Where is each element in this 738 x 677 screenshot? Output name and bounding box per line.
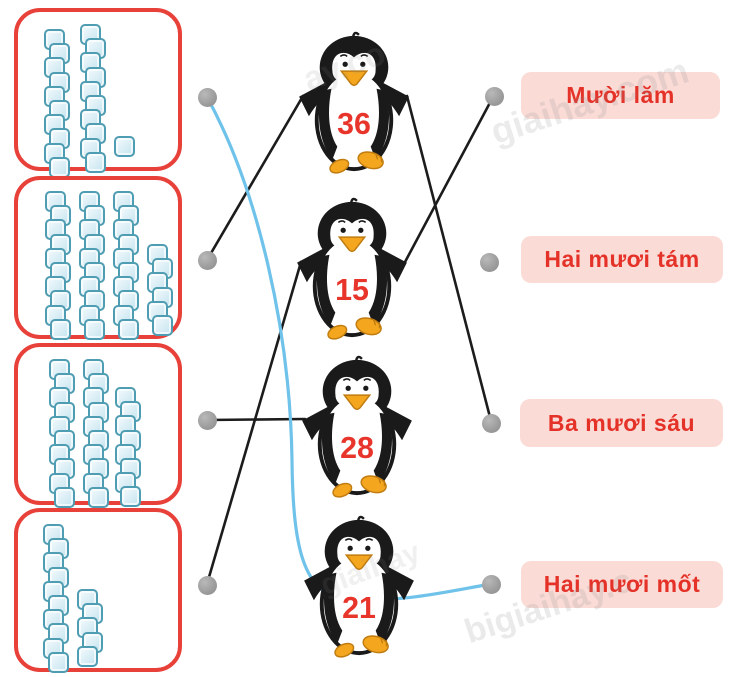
ice-cube	[85, 151, 106, 173]
connection-line-ice-box-28-to-penguin-28	[205, 417, 307, 422]
penguin-left-foot	[332, 482, 353, 498]
ice-cube	[49, 156, 70, 178]
ice-cube	[120, 486, 141, 508]
connector-dot-left-2[interactable]	[197, 250, 217, 270]
ice-cube	[77, 645, 98, 667]
label-muoi-lam[interactable]: Mười lăm	[521, 72, 720, 119]
penguin-toes	[379, 637, 388, 647]
penguin-left-wing	[323, 572, 343, 644]
penguin-beak	[337, 236, 367, 253]
penguin-tuft	[351, 31, 360, 38]
penguin-tuft	[356, 515, 365, 522]
connector-dot-left-1[interactable]	[197, 87, 217, 107]
penguin-face	[335, 376, 379, 408]
penguin-toes	[374, 153, 383, 163]
penguin-21[interactable]: 21	[300, 512, 418, 659]
label-ba-muoi-sau[interactable]: Ba mươi sáu	[520, 399, 723, 447]
penguin-28[interactable]: 28	[298, 352, 416, 499]
label-hai-muoi-mot[interactable]: Hai mươi mốt	[521, 561, 723, 608]
ice-cube	[114, 136, 135, 157]
connector-dot-left-4[interactable]	[197, 575, 217, 595]
ice-cube	[54, 486, 75, 508]
connector-dot-right-4[interactable]	[481, 574, 501, 594]
penguin-15[interactable]: 15	[293, 194, 411, 341]
penguin-left-wing	[321, 412, 341, 484]
penguin-right-eye	[358, 227, 364, 233]
penguin-left-foot	[327, 324, 348, 340]
penguin-right-eye	[363, 385, 369, 391]
label-text: Ba mươi sáu	[547, 409, 696, 436]
connection-line-ice-box-21-to-label-hai-muoi-mot	[205, 95, 493, 602]
penguin-brows	[344, 538, 374, 542]
connection-line-penguin-15-to-label-muoi-lam	[403, 95, 495, 264]
connector-dot-left-3[interactable]	[197, 410, 217, 430]
connection-line-ice-box-36-to-penguin-36	[205, 94, 305, 262]
penguin-left-eye	[345, 385, 351, 391]
penguin-right-wing	[370, 88, 390, 160]
label-text: Hai mươi tám	[544, 246, 700, 272]
penguin-beak	[342, 394, 372, 411]
ice-cube	[88, 486, 109, 508]
penguin-tuft	[349, 197, 358, 204]
penguin-left-foot	[334, 642, 355, 658]
connection-line-penguin-36-to-label-ba-muoi-sau	[405, 94, 493, 423]
penguin-left-eye	[340, 227, 346, 233]
penguin-face	[332, 52, 376, 84]
penguin-brows	[337, 220, 367, 224]
connection-line-ice-box-15-to-penguin-15	[205, 260, 303, 586]
penguin-right-wing	[368, 254, 388, 326]
penguin-toes	[372, 319, 381, 329]
label-text: Hai mươi mốt	[543, 571, 701, 597]
penguin-number: 36	[337, 107, 371, 141]
ice-cube	[48, 651, 69, 673]
connector-dot-right-3[interactable]	[481, 413, 501, 433]
connector-dot-right-1[interactable]	[484, 86, 504, 106]
penguin-face	[330, 218, 374, 250]
label-text: Mười lăm	[566, 82, 675, 108]
ice-box-21[interactable]	[14, 8, 182, 178]
penguin-beak	[339, 70, 369, 87]
penguin-right-eye	[360, 61, 366, 67]
ice-box-36[interactable]	[14, 176, 182, 340]
penguin-right-wing	[373, 412, 393, 484]
penguin-left-foot	[329, 158, 350, 174]
penguin-right-eye	[365, 545, 371, 551]
ice-box-28[interactable]	[14, 343, 182, 508]
penguin-36[interactable]: 36	[295, 28, 413, 175]
penguin-brows	[342, 378, 372, 382]
penguin-number: 21	[342, 591, 376, 625]
penguin-brows	[339, 54, 369, 58]
penguin-tuft	[354, 355, 363, 362]
ice-cube	[152, 315, 173, 336]
penguin-number: 15	[335, 273, 369, 307]
ice-cube	[84, 318, 105, 340]
penguin-right-wing	[375, 572, 395, 644]
ice-cube	[50, 318, 71, 340]
penguin-face	[337, 536, 381, 568]
penguin-beak	[344, 554, 374, 571]
penguin-number: 28	[340, 431, 374, 465]
connector-dot-right-2[interactable]	[479, 252, 499, 272]
penguin-left-eye	[347, 545, 353, 551]
penguin-left-wing	[318, 88, 338, 160]
penguin-toes	[377, 477, 386, 487]
penguin-left-eye	[342, 61, 348, 67]
label-hai-muoi-tam[interactable]: Hai mươi tám	[521, 236, 723, 283]
penguin-left-wing	[316, 254, 336, 326]
ice-cube	[118, 318, 139, 340]
ice-box-15[interactable]	[14, 508, 182, 673]
